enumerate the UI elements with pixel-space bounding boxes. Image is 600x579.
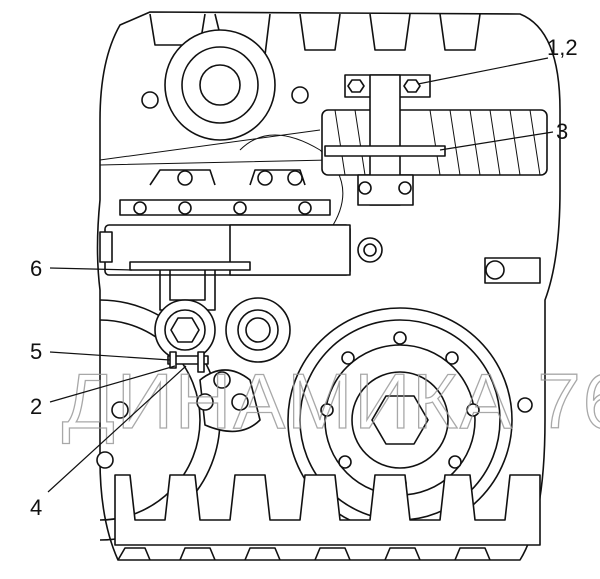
tensioner-body bbox=[99, 224, 541, 284]
housing-outline bbox=[96, 11, 561, 561]
bottom-track bbox=[114, 474, 541, 561]
callout-1-2: 1,2 bbox=[547, 35, 578, 60]
watermark: ДИНАМИКА 76 bbox=[62, 357, 600, 445]
spring bbox=[321, 109, 548, 176]
idler-pulley-top bbox=[141, 29, 309, 141]
spring-bracket bbox=[324, 74, 446, 206]
callout-3: 3 bbox=[556, 119, 568, 144]
callout-5: 5 bbox=[30, 339, 42, 364]
belt bbox=[99, 129, 344, 231]
callout-4: 4 bbox=[30, 495, 42, 520]
mounting-plate bbox=[119, 169, 331, 216]
tension-pulley bbox=[154, 297, 291, 363]
tension-arm bbox=[196, 369, 261, 433]
callout-2: 2 bbox=[30, 394, 42, 419]
leader-lines bbox=[47, 57, 554, 493]
callout-6: 6 bbox=[30, 256, 42, 281]
